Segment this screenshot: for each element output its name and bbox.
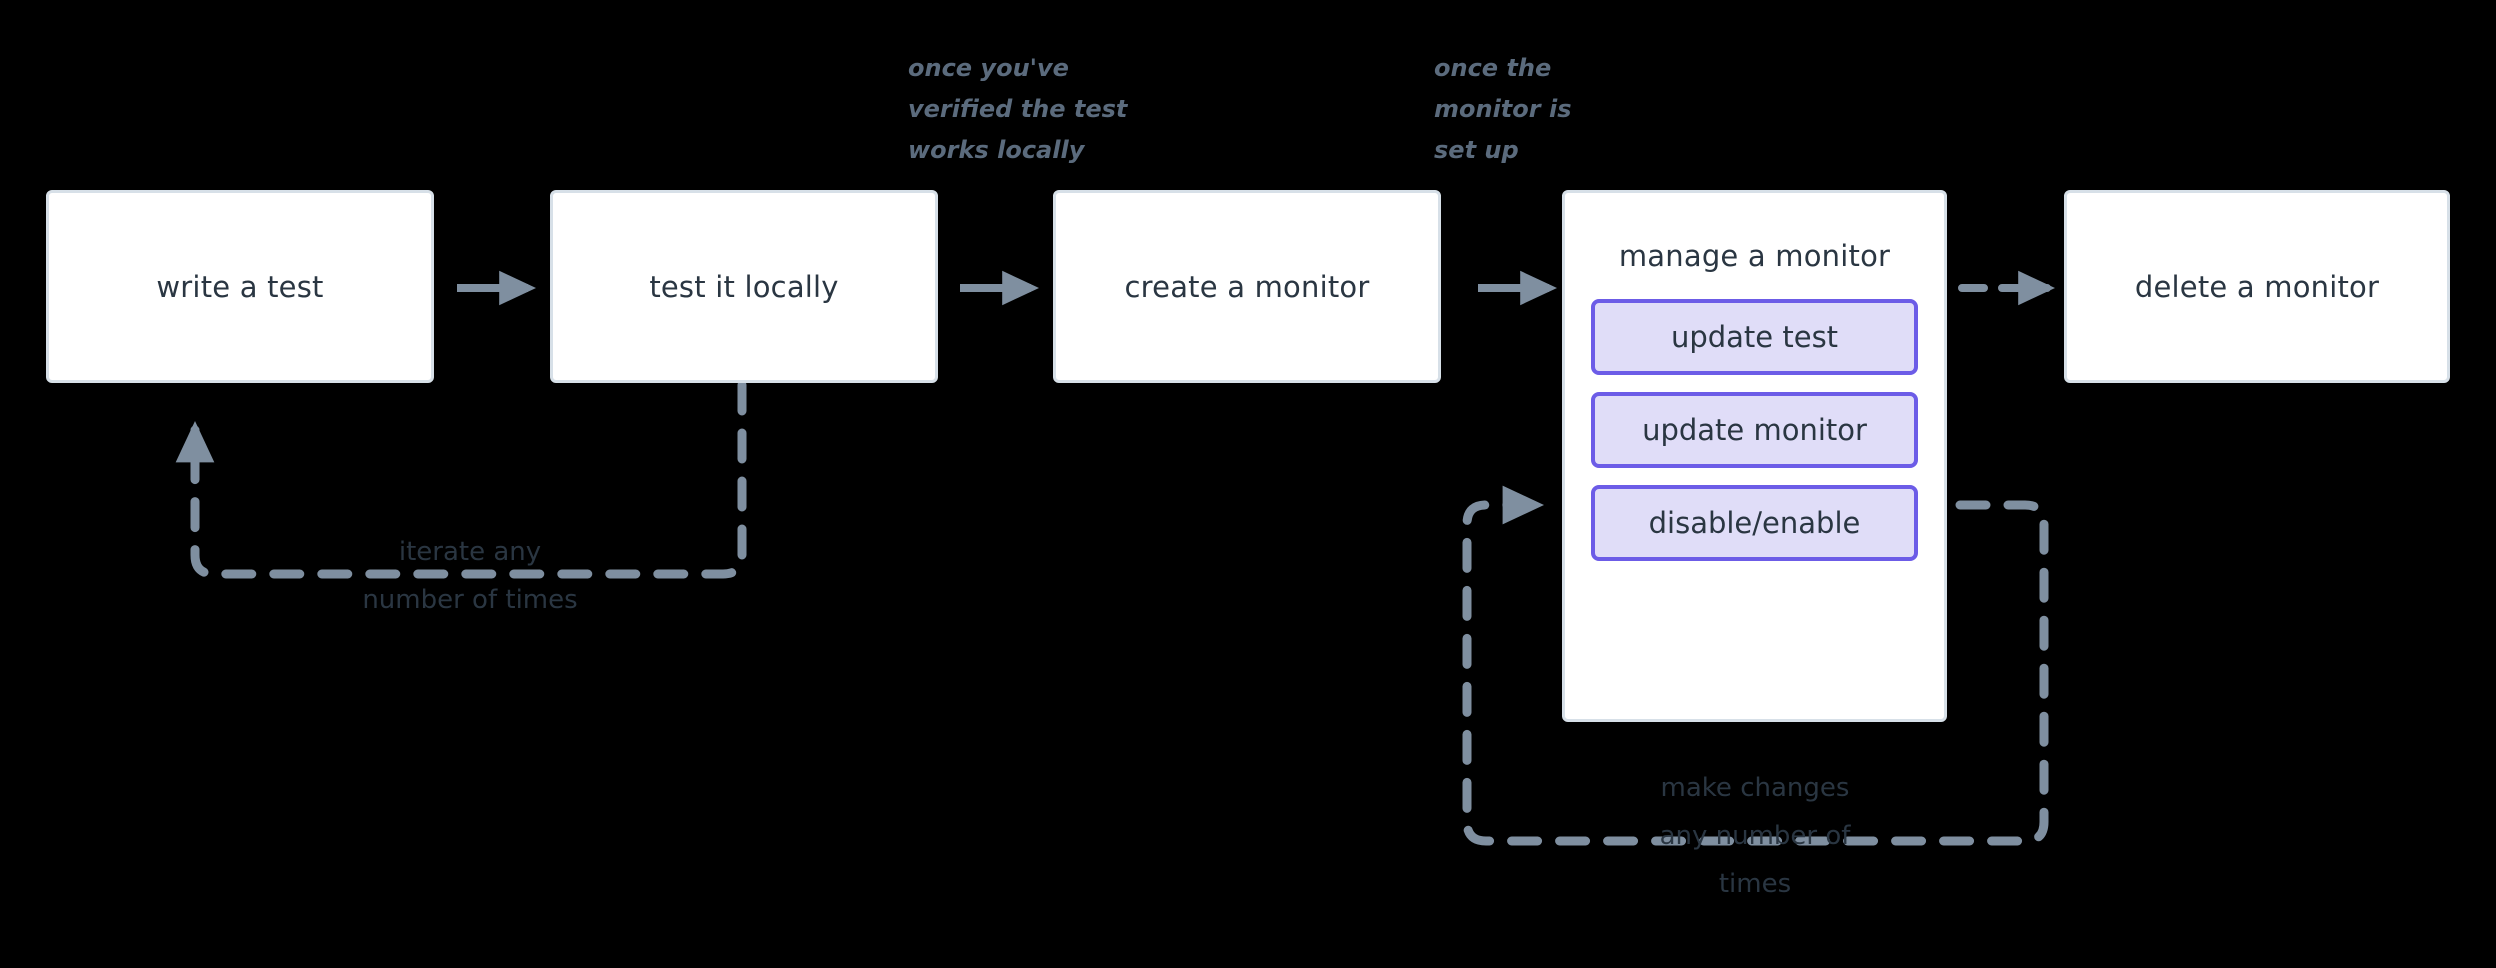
node-test-it-locally-label: test it locally bbox=[649, 269, 839, 304]
node-manage-a-monitor-label: manage a monitor bbox=[1618, 239, 1891, 273]
node-write-a-test-label: write a test bbox=[156, 269, 324, 304]
loop-label-iterate: iterate any number of times bbox=[362, 537, 578, 615]
edge-note-verified: once you've verified the test works loca… bbox=[908, 54, 1128, 164]
action-update-monitor[interactable]: update monitor bbox=[1591, 392, 1918, 468]
node-create-a-monitor-label: create a monitor bbox=[1124, 269, 1370, 304]
action-update-monitor-label: update monitor bbox=[1642, 413, 1867, 447]
node-create-a-monitor[interactable]: create a monitor bbox=[1053, 190, 1441, 383]
node-write-a-test[interactable]: write a test bbox=[46, 190, 434, 383]
node-delete-a-monitor[interactable]: delete a monitor bbox=[2064, 190, 2450, 383]
action-update-test[interactable]: update test bbox=[1591, 299, 1918, 375]
loop-label-make-changes: make changes any number of times bbox=[1659, 773, 1851, 899]
node-test-it-locally[interactable]: test it locally bbox=[550, 190, 938, 383]
action-disable-enable-label: disable/enable bbox=[1648, 506, 1861, 540]
node-delete-a-monitor-label: delete a monitor bbox=[2134, 269, 2380, 304]
action-update-test-label: update test bbox=[1670, 320, 1839, 354]
action-disable-enable[interactable]: disable/enable bbox=[1591, 485, 1918, 561]
node-manage-a-monitor[interactable]: manage a monitor update test update moni… bbox=[1562, 190, 1947, 722]
edge-note-setup: once the monitor is set up bbox=[1434, 54, 1572, 164]
